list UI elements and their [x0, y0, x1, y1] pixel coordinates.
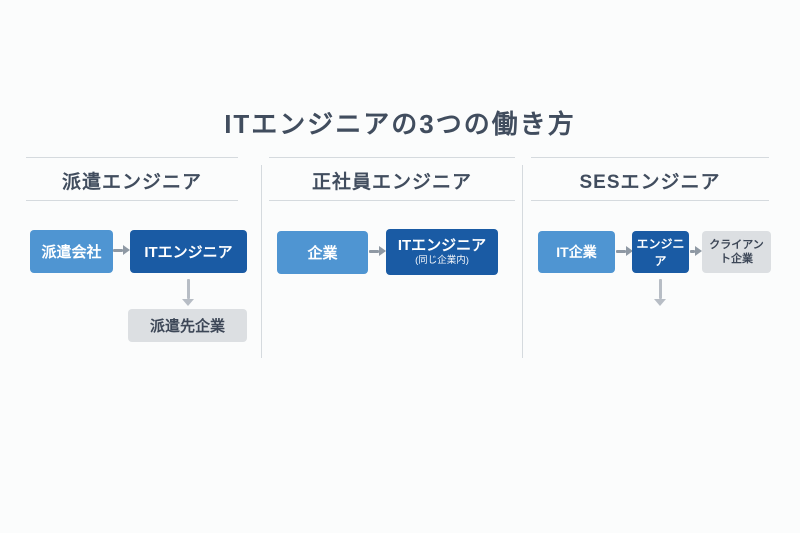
it-engineer-box-title: ITエンジニア: [397, 236, 487, 254]
column3-top-rule: [531, 157, 769, 158]
page-title: ITエンジニアの3つの働き方: [224, 109, 576, 139]
arrow-shaft: [658, 279, 662, 299]
company-box: 企業: [277, 231, 368, 274]
engineer-box-ses: エンジニア: [632, 231, 689, 273]
arrow-head: [379, 246, 386, 256]
column-header-ses-engineer: SESエンジニア: [579, 172, 721, 193]
arrow-right-icon: [690, 246, 702, 256]
it-engineer-box-subtitle: (同じ企業内): [415, 255, 469, 267]
arrow-right-icon: [369, 246, 386, 256]
arrow-shaft: [186, 279, 190, 299]
arrow-right-icon: [113, 245, 130, 255]
arrow-head: [626, 246, 633, 256]
column-header-dispatch-engineer: 派遣エンジニア: [61, 172, 202, 193]
arrow-shaft: [113, 248, 123, 252]
it-company-box: IT企業: [538, 231, 615, 273]
dispatch-company-box: 派遣会社: [30, 230, 113, 273]
column-divider-2: [522, 165, 523, 358]
arrow-shaft: [690, 249, 695, 253]
it-engineer-box-fulltime: ITエンジニア (同じ企業内): [386, 229, 498, 275]
column2-bottom-rule: [269, 200, 515, 201]
column2-top-rule: [269, 157, 515, 158]
arrow-head: [182, 299, 194, 306]
arrow-down-icon: [180, 279, 196, 306]
arrow-head: [654, 299, 666, 306]
it-engineer-box-dispatch: ITエンジニア: [130, 230, 247, 273]
arrow-right-icon: [616, 246, 633, 256]
column1-bottom-rule: [26, 200, 238, 201]
column-header-fulltime-engineer: 正社員エンジニア: [311, 172, 472, 193]
column-divider-1: [261, 165, 262, 358]
arrow-shaft: [616, 249, 626, 253]
client-company-box: クライアント企業: [702, 231, 771, 273]
column1-top-rule: [26, 157, 238, 158]
arrow-head: [695, 246, 702, 256]
column3-bottom-rule: [531, 200, 769, 201]
dispatch-destination-company-box: 派遣先企業: [128, 309, 247, 342]
arrow-shaft: [369, 249, 379, 253]
arrow-head: [123, 245, 130, 255]
arrow-down-icon: [652, 279, 668, 306]
